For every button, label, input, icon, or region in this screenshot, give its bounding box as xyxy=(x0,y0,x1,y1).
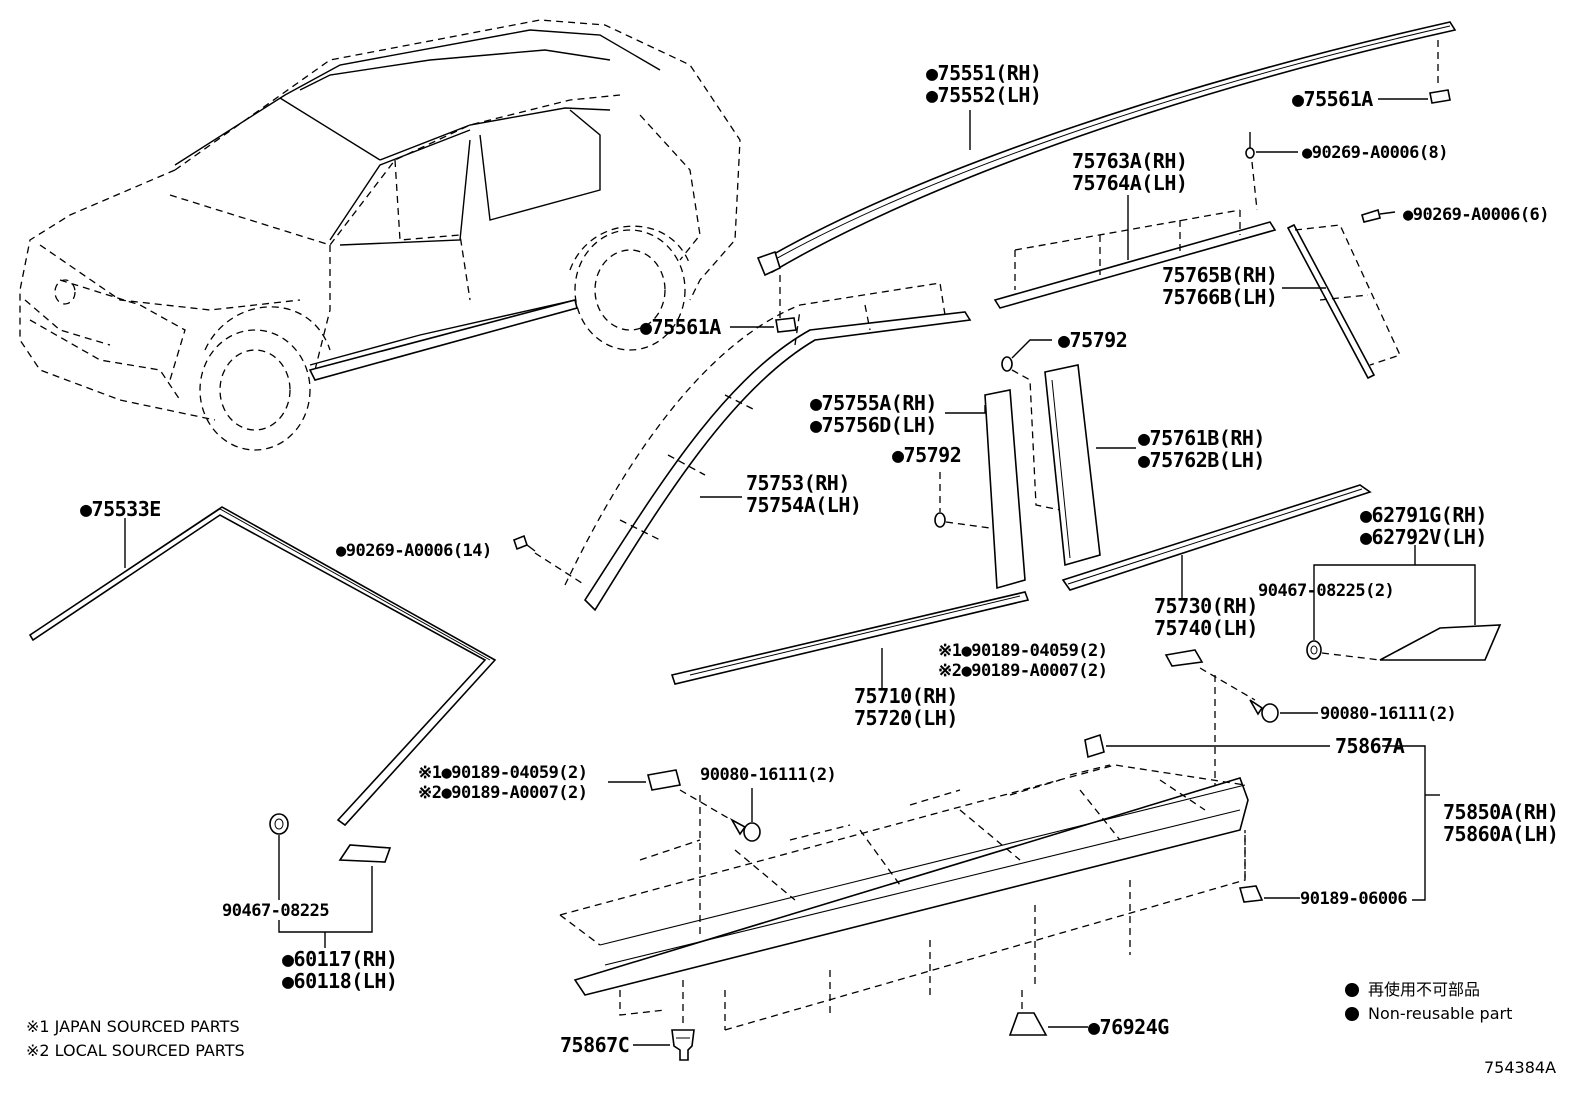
legend-bullet-jp xyxy=(1345,983,1359,997)
label-60118: ●60118(LH) xyxy=(282,969,397,993)
screw-90080-l xyxy=(729,817,761,842)
label-75754A: 75754A(LH) xyxy=(746,493,861,517)
label-75761B: ●75761B(RH) xyxy=(1138,426,1265,450)
clip-75792-b xyxy=(934,512,946,528)
label-75792-b: ●75792 xyxy=(892,443,961,467)
clip-90467-08225-2 xyxy=(1306,640,1322,660)
label-90080-16111-r: 90080-16111(2) xyxy=(1320,704,1456,724)
label-75755A: ●75755A(RH) xyxy=(810,391,937,415)
label-75867A: 75867A xyxy=(1335,734,1405,758)
label-75551: ●75551(RH) xyxy=(926,61,1041,85)
clip-90189-06006 xyxy=(1238,885,1264,903)
moulding-piece-60117 xyxy=(338,844,392,863)
label-75764A: 75764A(LH) xyxy=(1072,171,1187,195)
clip-75867A xyxy=(1084,733,1105,759)
label-90189-A0007-r: ※2●90189-A0007(2) xyxy=(938,661,1108,681)
label-75850A: 75850A(RH) xyxy=(1443,800,1558,824)
label-90189-A0007-l: ※2●90189-A0007(2) xyxy=(418,783,588,803)
screw-90080-r xyxy=(1249,699,1279,723)
window-moulding-75710 xyxy=(670,591,1030,685)
windshield-moulding xyxy=(28,506,497,827)
label-75756D: ●75756D(LH) xyxy=(810,413,937,437)
belt-moulding-75730 xyxy=(1061,484,1372,591)
label-75762B: ●75762B(LH) xyxy=(1138,448,1265,472)
label-75552: ●75552(LH) xyxy=(926,83,1041,107)
garnish-62791G xyxy=(1379,624,1502,661)
pillar-garnish-75755A xyxy=(984,389,1026,590)
label-90080-16111-l: 90080-16111(2) xyxy=(700,765,836,785)
door-frame-moulding-75753 xyxy=(564,282,972,612)
label-75533E: ●75533E xyxy=(80,497,161,521)
label-75753: 75753(RH) xyxy=(746,471,850,495)
clip-90189-04059-l xyxy=(647,769,681,791)
clip-90189-04059-r xyxy=(1164,649,1204,667)
label-90269-a0006-14: ●90269-A0006(14) xyxy=(336,541,492,561)
clip-75867C xyxy=(671,1029,695,1061)
legend-bullet-en xyxy=(1345,1007,1359,1021)
label-90269-a0006-8: ●90269-A0006(8) xyxy=(1302,143,1448,163)
label-75730: 75730(RH) xyxy=(1154,594,1258,618)
pillar-75765B xyxy=(1286,223,1401,380)
label-75561A-mid: ●75561A xyxy=(640,315,721,339)
label-75740: 75740(LH) xyxy=(1154,616,1258,640)
pillar-garnish-75761B xyxy=(1044,364,1101,567)
label-90189-06006: 90189-06006 xyxy=(1300,889,1407,909)
clip-90269-a0006-14 xyxy=(513,534,536,552)
note-japan-sourced: ※1 JAPAN SOURCED PARTS xyxy=(26,1017,240,1036)
label-75867C: 75867C xyxy=(560,1033,629,1057)
clip-90467-08225 xyxy=(269,813,289,835)
label-62791G: ●62791G(RH) xyxy=(1360,503,1487,527)
clip-90269-a0006-8 xyxy=(1245,132,1255,159)
label-90467-08225: 90467-08225 xyxy=(222,901,329,921)
label-90189-04059-l: ※1●90189-04059(2) xyxy=(418,763,588,783)
clip-90269-a0006-6 xyxy=(1361,208,1396,223)
label-90467-08225-2: 90467-08225(2) xyxy=(1258,581,1394,601)
label-75720: 75720(LH) xyxy=(854,706,958,730)
label-75763A: 75763A(RH) xyxy=(1072,149,1187,173)
label-75710: 75710(RH) xyxy=(854,684,958,708)
vehicle-illustration xyxy=(19,19,741,451)
roof-moulding-75551 xyxy=(756,21,1457,277)
legend-non-reusable-en: Non-reusable part xyxy=(1368,1004,1512,1023)
label-62792V: ●62792V(LH) xyxy=(1360,525,1487,549)
label-75792-a: ●75792 xyxy=(1058,328,1127,352)
clip-75561A-mid xyxy=(775,317,797,333)
label-90269-a0006-6: ●90269-A0006(6) xyxy=(1403,205,1549,225)
label-75766B: 75766B(LH) xyxy=(1162,285,1277,309)
label-75561A-top: ●75561A xyxy=(1292,87,1373,111)
label-75860A: 75860A(LH) xyxy=(1443,822,1558,846)
label-76924G: ●76924G xyxy=(1088,1015,1169,1039)
rocker-moulding-75850A xyxy=(559,764,1249,1031)
label-75765B: 75765B(RH) xyxy=(1162,263,1277,287)
legend-non-reusable-jp: 再使用不可部品 xyxy=(1368,980,1480,999)
clip-75561A-top xyxy=(1429,89,1451,104)
clip-75792-a xyxy=(1001,356,1013,372)
mudguard-clip-76924G xyxy=(1008,1012,1048,1036)
figure-code: 754384A xyxy=(1484,1058,1556,1077)
label-90189-04059-r: ※1●90189-04059(2) xyxy=(938,641,1108,661)
note-local-sourced: ※2 LOCAL SOURCED PARTS xyxy=(26,1041,245,1060)
label-60117: ●60117(RH) xyxy=(282,947,397,971)
